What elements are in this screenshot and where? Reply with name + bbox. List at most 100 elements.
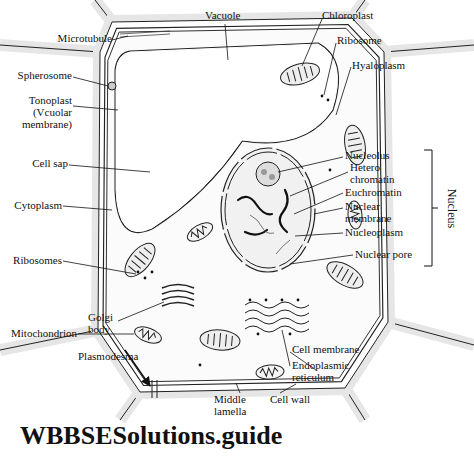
grana bbox=[127, 246, 153, 273]
part-label: Nucleolus bbox=[345, 150, 420, 162]
neighbour-wall bbox=[0, 45, 100, 52]
group-label: Nucleus bbox=[446, 176, 459, 240]
nucleolus-granule bbox=[261, 169, 267, 175]
heterochromatin bbox=[238, 197, 272, 214]
golgi-cisterna bbox=[162, 303, 194, 307]
part-label: Endoplasmic reticulum bbox=[292, 360, 356, 384]
chloroplast bbox=[199, 328, 241, 351]
chloroplast bbox=[323, 256, 368, 293]
part-label: Ribosomes bbox=[4, 255, 62, 267]
neighbour-wall bbox=[384, 45, 474, 52]
part-label: Nuclear membrane bbox=[345, 201, 397, 225]
mitochondrion-body bbox=[255, 364, 284, 380]
part-label: Golgi body bbox=[88, 312, 124, 336]
middle-lamella-line bbox=[388, 322, 474, 345]
grana bbox=[331, 263, 359, 287]
part-label: Euchromatin bbox=[345, 187, 420, 199]
leader-line bbox=[63, 206, 112, 210]
ribosome-dot bbox=[257, 333, 260, 336]
ribosome-dot bbox=[199, 364, 202, 367]
chloroplast-body bbox=[119, 238, 160, 281]
part-label: Cytoplasm bbox=[4, 200, 62, 212]
cell-membrane bbox=[106, 28, 380, 381]
ribosome-dot bbox=[327, 99, 330, 102]
part-label: Hyaloplasm bbox=[352, 60, 432, 72]
leader-line bbox=[280, 384, 296, 393]
cristae bbox=[260, 367, 279, 377]
nucleolus bbox=[256, 162, 280, 186]
ribosome-dot bbox=[137, 271, 140, 274]
euchromatin bbox=[250, 215, 290, 254]
golgi-cisterna bbox=[162, 285, 194, 289]
neighbour-walls bbox=[0, 0, 474, 420]
chloroplast bbox=[278, 59, 322, 89]
mitochondrion bbox=[132, 324, 163, 347]
leader-line bbox=[69, 165, 150, 172]
neighbour-wall bbox=[388, 322, 474, 345]
nucleus-bracket-tick bbox=[432, 208, 438, 209]
spherosome bbox=[108, 82, 116, 90]
leader-line bbox=[118, 302, 164, 321]
cell-wall bbox=[98, 18, 388, 392]
cell-wall-inner bbox=[103, 25, 383, 386]
plasmodesma bbox=[152, 380, 157, 398]
mitochondrion-body bbox=[132, 324, 163, 347]
chromatin bbox=[238, 190, 288, 235]
golgi-body bbox=[162, 285, 194, 307]
nuclear-membrane-inner bbox=[225, 152, 311, 268]
mitochondrion bbox=[184, 219, 215, 245]
euchromatin-thread bbox=[250, 215, 274, 233]
grana bbox=[207, 332, 232, 348]
part-label: Cell wall bbox=[270, 394, 330, 406]
part-label: Middle lamella bbox=[214, 394, 260, 418]
ribosome-dot bbox=[144, 277, 147, 280]
ribosome-dot bbox=[151, 271, 154, 274]
leader-line bbox=[282, 330, 290, 366]
ribosomes bbox=[137, 95, 332, 367]
plasmodesma-channel bbox=[152, 380, 153, 398]
ribosome-dot bbox=[289, 333, 292, 336]
leader-line bbox=[295, 233, 343, 236]
chloroplast-body bbox=[323, 256, 368, 293]
leader-line bbox=[314, 208, 343, 214]
ribosome-dot bbox=[281, 299, 284, 302]
ribosome-dot bbox=[297, 299, 300, 302]
neighbour-wall-lines bbox=[0, 0, 474, 420]
grana bbox=[287, 64, 314, 84]
er-membrane bbox=[245, 318, 309, 324]
endoplasmic-reticulum bbox=[245, 302, 309, 332]
leader-line bbox=[302, 19, 322, 66]
er-membrane bbox=[245, 326, 309, 332]
leader-line bbox=[63, 261, 136, 274]
leader-line bbox=[225, 24, 228, 60]
leader-line bbox=[112, 36, 128, 40]
middle-lamella bbox=[98, 18, 388, 392]
cristae bbox=[189, 225, 209, 241]
ribosome-dot bbox=[321, 95, 324, 98]
golgi-cisterna bbox=[162, 291, 194, 295]
ribosome-dot bbox=[249, 299, 252, 302]
leader-line bbox=[73, 77, 108, 86]
middle-lamella-line bbox=[0, 45, 100, 52]
part-label: Mitochondrion bbox=[2, 328, 77, 340]
ribosome-dot bbox=[329, 169, 332, 172]
mitochondrion-body bbox=[184, 219, 215, 245]
part-label: Chloroplast bbox=[322, 10, 402, 22]
microtubule bbox=[120, 31, 170, 34]
cristae bbox=[137, 328, 157, 342]
chloroplast bbox=[119, 238, 160, 281]
part-label: Cell sap bbox=[8, 158, 68, 170]
er-membrane bbox=[245, 302, 309, 308]
part-label: Microtubule bbox=[40, 33, 112, 45]
part-label: Spherosome bbox=[8, 70, 72, 82]
part-label: Tonoplast (Vcuolar membrane) bbox=[8, 95, 72, 131]
microtubule bbox=[120, 34, 170, 37]
ribosome-dot bbox=[265, 299, 268, 302]
chloroplast-body bbox=[278, 59, 322, 89]
leader-line bbox=[324, 43, 336, 95]
part-label: Nuclear pore bbox=[355, 249, 425, 261]
watermark: WBBSESolutions.guide bbox=[20, 422, 460, 450]
mitochondrion bbox=[255, 364, 284, 380]
leader-line bbox=[294, 193, 343, 214]
